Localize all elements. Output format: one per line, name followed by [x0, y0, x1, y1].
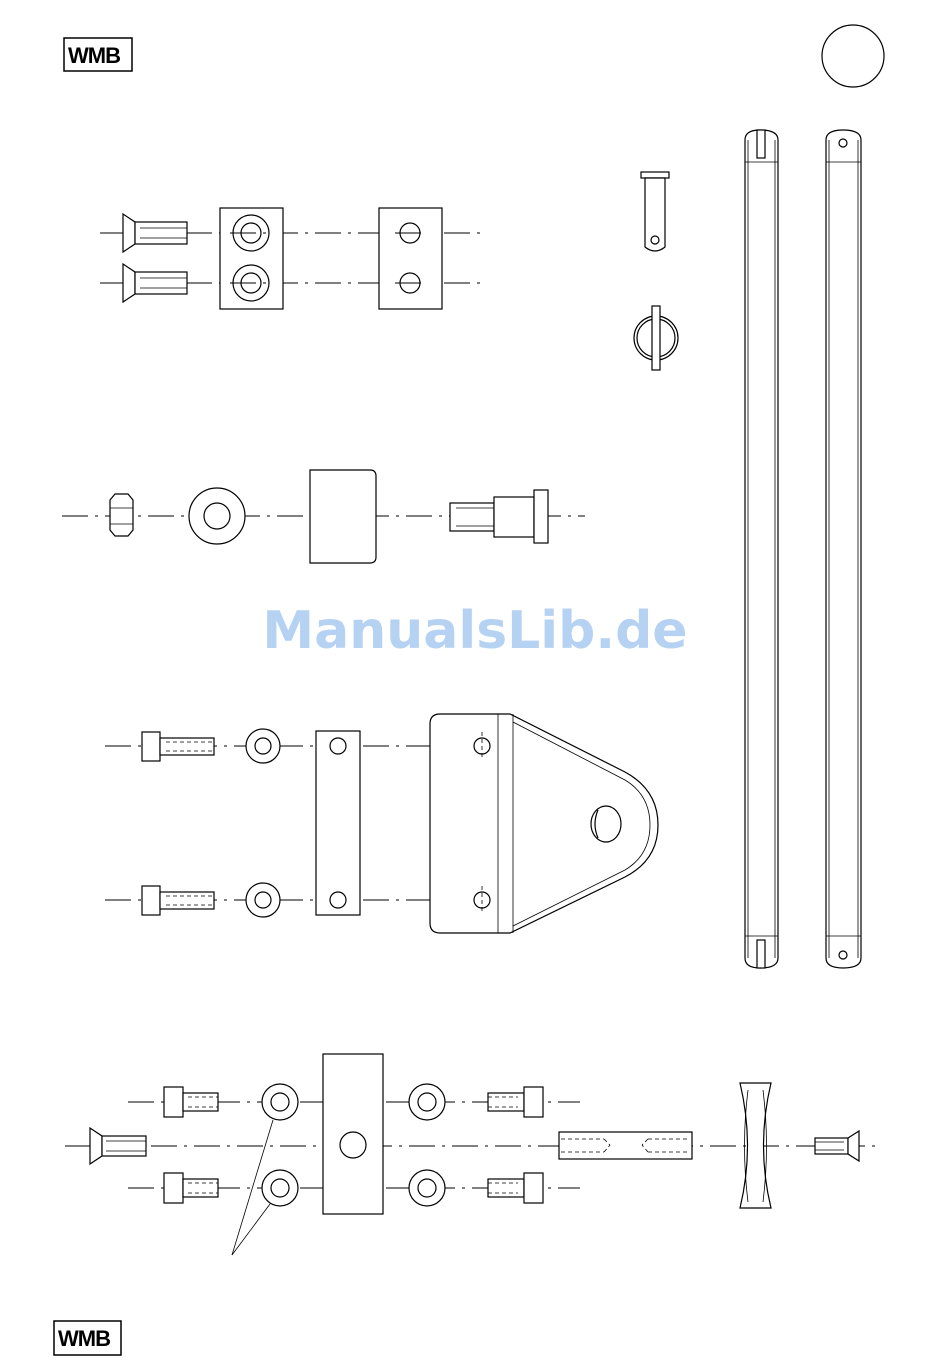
countersunk-screw: [123, 264, 187, 302]
washer: [262, 1170, 298, 1206]
countersunk-plate: [220, 208, 283, 309]
threaded-sleeve: [559, 1132, 692, 1159]
footer-logo-text: WMB: [58, 1326, 110, 1351]
hex-nut: [110, 494, 133, 536]
header-logo-text: WMB: [68, 43, 120, 68]
center-block: [323, 1054, 383, 1214]
lug-bracket: [430, 714, 658, 933]
mounting-strip: [316, 731, 360, 915]
roller-assembly: [62, 470, 585, 563]
washer: [409, 1084, 445, 1120]
watermark-text: ManualsLib.de: [262, 601, 687, 661]
socket-head-screw: [488, 1173, 543, 1203]
header-logo: WMB: [64, 38, 132, 71]
socket-head-screw: [164, 1087, 218, 1117]
page-number-circle: [822, 25, 884, 87]
leader-line: [232, 1204, 270, 1255]
washer: [246, 729, 280, 763]
pulley-wheel: [740, 1083, 771, 1208]
socket-head-screw: [488, 1087, 543, 1117]
countersunk-screw: [815, 1131, 859, 1161]
footer-logo: WMB: [54, 1321, 121, 1355]
countersunk-screw: [90, 1128, 146, 1164]
washer: [262, 1084, 298, 1120]
socket-head-screw: [142, 886, 214, 915]
spacer: [310, 470, 376, 563]
center-block-assembly: [65, 1054, 875, 1255]
socket-head-screw: [164, 1173, 218, 1203]
socket-head-screw: [142, 732, 214, 761]
washer: [246, 883, 280, 917]
spring-clip: [634, 306, 678, 370]
threaded-plate: [379, 208, 442, 309]
bracket-assembly: [105, 714, 658, 933]
slotted-rod: [745, 130, 778, 968]
pin-hole-rod: [826, 130, 861, 968]
washer: [189, 488, 245, 544]
countersunk-screw: [123, 214, 187, 252]
clevis-pin: [641, 172, 669, 251]
plate-assembly: [100, 208, 485, 309]
washer: [409, 1170, 445, 1206]
shoulder-bolt: [450, 490, 548, 543]
